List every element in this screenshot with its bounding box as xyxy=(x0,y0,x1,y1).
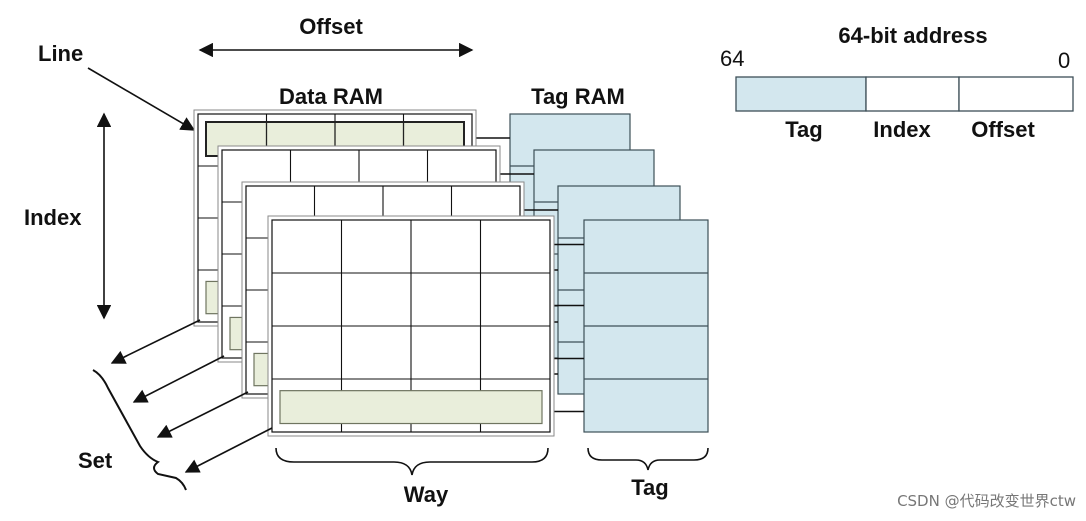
address-field-tag: Tag xyxy=(785,117,822,142)
set-arrow xyxy=(132,355,225,403)
set-brace xyxy=(92,369,187,491)
address-msb-label: 64 xyxy=(720,46,744,71)
data-ram-label: Data RAM xyxy=(279,84,383,109)
set-arrow xyxy=(156,391,249,438)
tag-ram-label: Tag RAM xyxy=(531,84,625,109)
tag-brace xyxy=(587,447,709,471)
address-index-field xyxy=(865,76,960,112)
address-offset-field xyxy=(958,76,1074,112)
address-field-offset: Offset xyxy=(971,117,1035,142)
set-label: Set xyxy=(78,448,113,473)
watermark: CSDN @代码改变世界ctw xyxy=(897,492,1076,510)
tag-ram-layer xyxy=(583,219,709,433)
address-lsb-label: 0 xyxy=(1058,48,1070,73)
line-label: Line xyxy=(38,41,83,66)
set-arrows xyxy=(110,319,273,473)
data-ram-stack xyxy=(193,109,555,437)
index-label: Index xyxy=(24,205,82,230)
tag-label: Tag xyxy=(631,475,668,500)
address-field-index: Index xyxy=(873,117,931,142)
offset-label: Offset xyxy=(299,14,363,39)
way-brace xyxy=(275,447,549,476)
way-label: Way xyxy=(404,482,449,507)
address-panel: 64-bit address 64 0 Tag Index Offset xyxy=(720,23,1074,142)
set-arrow xyxy=(184,427,273,473)
line-pointer-arrow xyxy=(87,67,196,131)
address-title: 64-bit address xyxy=(838,23,987,48)
set-cache-line xyxy=(279,390,543,425)
data-ram-layer xyxy=(267,215,555,437)
set-arrow xyxy=(110,319,201,364)
address-tag-field xyxy=(735,76,867,112)
